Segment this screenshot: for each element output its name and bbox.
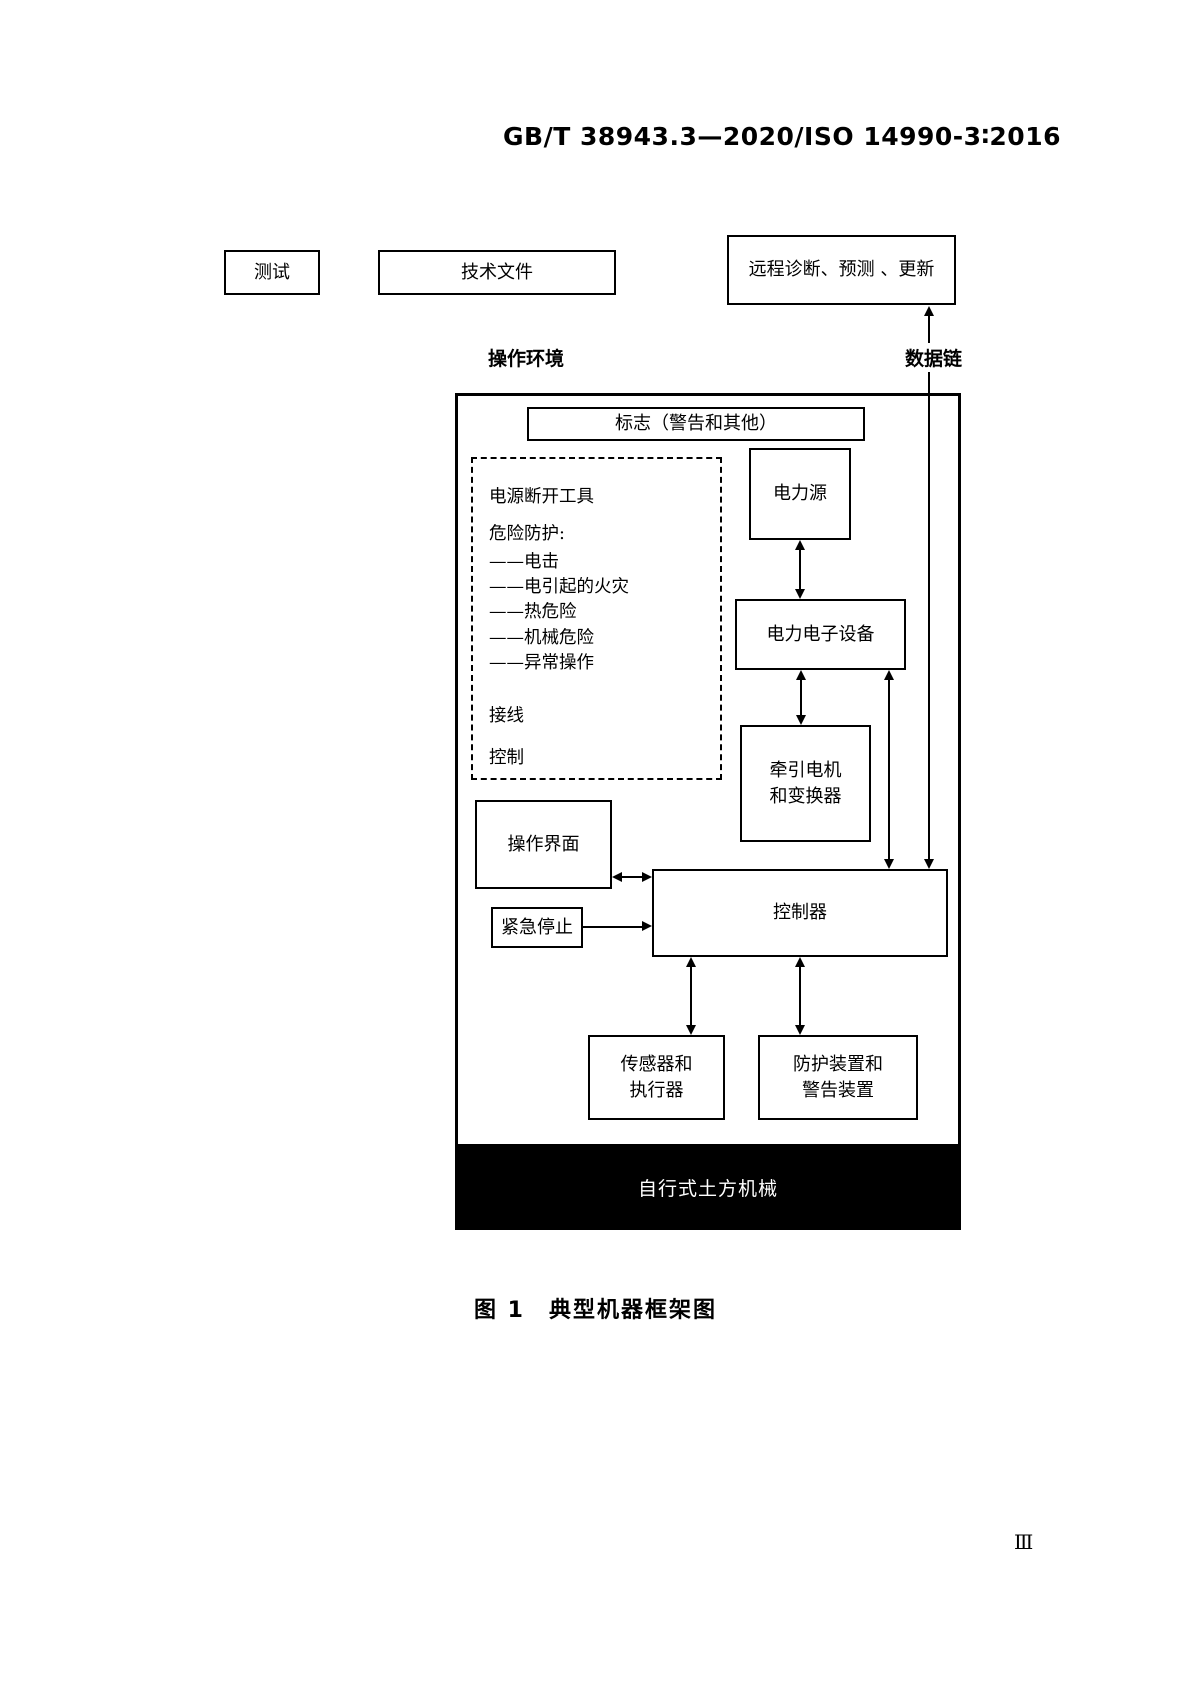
dashed-line-thermal-hazard: ——热危险 <box>489 602 577 622</box>
connector-pe-controller <box>888 678 890 861</box>
standard-number-header: GB/T 38943.3—2020/ISO 14990-3∶2016 <box>503 122 1061 151</box>
dashed-line-power-disconnect: 电源断开工具 <box>489 487 594 507</box>
data-link-arrowhead-down <box>924 859 934 869</box>
dashed-line-abnormal-operation: ——异常操作 <box>489 653 594 673</box>
dashed-line-mechanical-hazard: ——机械危险 <box>489 628 594 648</box>
arrowhead <box>795 540 805 550</box>
data-link-line-upper <box>928 315 930 343</box>
dashed-panel <box>471 457 722 780</box>
connector-ui-controller <box>620 876 644 878</box>
label-operating-environment: 操作环境 <box>488 348 565 370</box>
page-number: Ⅲ <box>1014 1530 1034 1554</box>
arrowhead <box>642 872 652 882</box>
box-power-electronics: 电力电子设备 <box>735 599 906 670</box>
data-link-arrowhead-up <box>924 306 934 316</box>
arrowhead <box>686 957 696 967</box>
box-guards-warning-devices: 防护装置和 警告装置 <box>758 1035 918 1120</box>
dashed-line-electric-fire: ——电引起的火灾 <box>489 577 629 597</box>
connector-controller-guards <box>799 965 801 1027</box>
arrowhead <box>796 715 806 725</box>
box-sensors-actuators: 传感器和 执行器 <box>588 1035 725 1120</box>
box-operator-interface: 操作界面 <box>475 800 612 889</box>
box-test: 测试 <box>224 250 320 295</box>
box-controller: 控制器 <box>652 869 948 957</box>
arrowhead <box>686 1025 696 1035</box>
arrowhead <box>795 1025 805 1035</box>
connector-pe-traction <box>800 678 802 717</box>
arrowhead <box>642 921 652 931</box>
box-technical-documents: 技术文件 <box>378 250 616 295</box>
box-traction-motor-converter: 牵引电机 和变换器 <box>740 725 871 842</box>
dashed-line-hazard-protection: 危险防护: <box>489 524 565 544</box>
box-emergency-stop: 紧急停止 <box>491 907 583 948</box>
label-data-link: 数据链 <box>905 348 963 370</box>
dashed-line-wiring: 接线 <box>489 706 524 726</box>
figure-caption: 图 1 典型机器框架图 <box>474 1298 717 1323</box>
arrowhead <box>884 859 894 869</box>
connector-controller-sensors <box>690 965 692 1027</box>
box-signs: 标志（警告和其他） <box>527 407 865 441</box>
arrowhead <box>795 957 805 967</box>
connector-powersource-pe <box>799 548 801 591</box>
arrowhead <box>796 670 806 680</box>
arrowhead <box>884 670 894 680</box>
dashed-line-electric-shock: ——电击 <box>489 552 559 572</box>
machine-base-bar: 自行式土方机械 <box>455 1144 961 1230</box>
connector-estop-controller <box>583 926 644 928</box>
arrowhead <box>612 872 622 882</box>
dashed-line-control: 控制 <box>489 748 524 768</box>
box-power-source: 电力源 <box>749 448 851 540</box>
box-remote-diagnostics: 远程诊断、预测 、更新 <box>727 235 956 305</box>
data-link-line-lower <box>928 372 930 860</box>
arrowhead <box>795 589 805 599</box>
